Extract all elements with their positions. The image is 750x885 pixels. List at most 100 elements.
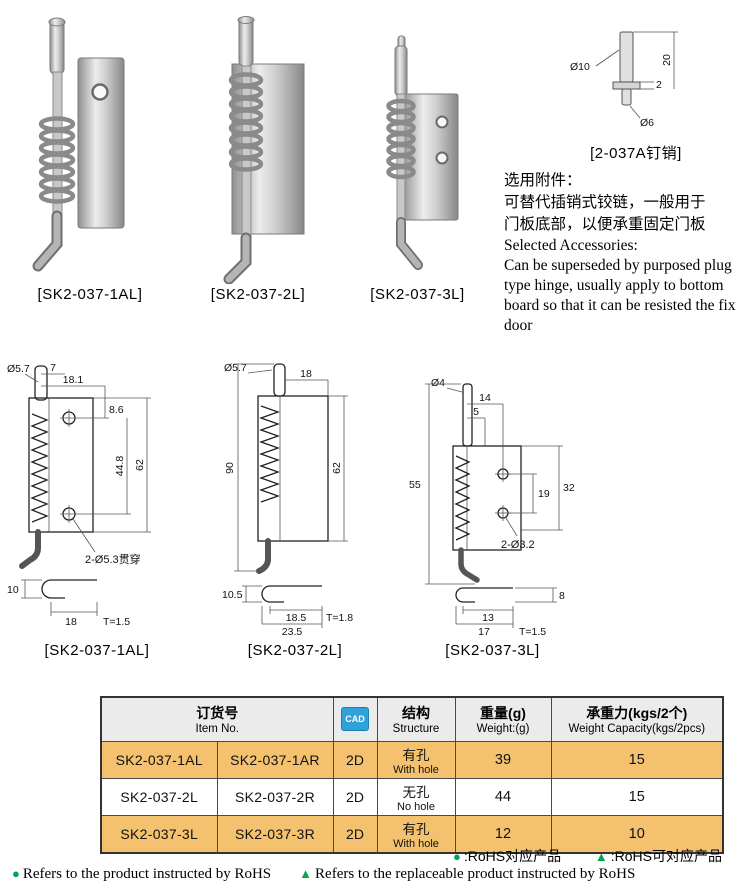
part-outline [452,383,522,603]
dim-label: 5 [473,406,479,418]
capacity-cell: 10 [550,814,724,853]
hook-pin [19,529,41,569]
dim-label: T=1.5 [519,626,546,638]
weight-cell: 44 [454,777,552,816]
item-no-cell: SK2-037-1AR [216,740,334,779]
mount-hole [435,151,449,165]
cad-2d-cell: 2D [332,740,378,779]
accessories-cn-title: 选用附件： [504,172,582,189]
mount-hole [435,115,449,129]
structure-cn: 无孔 [402,784,430,800]
accessories-cn-line2: 门板底部，以便承重固定门板 [504,216,706,233]
structure-en: No hole [397,800,435,813]
spec-table: 订货号 Item No. CAD 结构 Structure 重量(g) Weig… [100,696,724,854]
dimension-lines: Ø10 2 20 Ø6 [570,31,678,129]
dim-label: 90 [224,462,236,474]
structure-cell: 无孔 No hole [376,777,456,816]
dim-label: T=1.5 [103,616,130,628]
dim-label: 44.8 [114,456,126,477]
pin-outline [612,31,641,106]
dim-label: 32 [563,482,575,494]
rohs-triangle-icon: ▲ [299,866,313,881]
header-capacity: 承重力(kgs/2个) Weight Capacity(kgs/2pcs) [550,696,724,742]
structure-en: With hole [393,763,439,776]
dim-label: 18.1 [63,374,84,386]
weight-cell: 39 [454,740,552,779]
pin-diagram: Ø10 2 20 Ø6 [570,31,678,129]
drawing-caption-3: [SK2-037-3L] [445,642,540,659]
cad-icon: CAD [341,707,369,732]
spring-coil [228,72,264,172]
dim-label: T=1.8 [326,612,353,624]
table-header-row: 订货号 Item No. CAD 结构 Structure 重量(g) Weig… [100,696,724,742]
hinge-body [386,35,459,270]
header-weight-cn: 重量(g) [480,705,526,722]
dimension-lines: Ø5.7 18 90 62 10.5 18.5 23.5 T=1.8 [222,362,353,636]
capacity-cell: 15 [550,740,724,779]
product-photo-sk2-037-1al [32,17,125,272]
hook-side-view [261,585,322,603]
rohs-dot-legend: ●Refers to the product instructed by RoH… [12,866,271,883]
dim-label: Ø10 [570,61,590,73]
dim-label: Ø4 [431,377,445,389]
hinge-body [223,16,305,284]
header-weight: 重量(g) Weight:(g) [454,696,552,742]
weight-cell: 12 [454,814,552,853]
spring-coil [386,98,416,180]
dim-label: 2-Ø3.2 [501,539,535,551]
structure-cell: 有孔 With hole [376,740,456,779]
dim-label: 10.5 [222,589,243,601]
item-no-cell: SK2-037-3L [100,814,218,853]
dim-label: 10 [7,584,19,596]
structure-en: With hole [393,837,439,850]
dim-label: Ø6 [640,117,654,129]
header-structure-en: Structure [392,723,440,736]
product-photo-sk2-037-3l [386,35,459,270]
part-outline [256,363,329,603]
rohs-legend-cn: ●:RoHS对应产品 ▲:RoHS可对应产品 [300,846,722,866]
tech-drawing-sk2-037-2l: Ø5.7 18 90 62 10.5 18.5 23.5 T=1.8 [222,362,353,636]
table-row: SK2-037-2L SK2-037-2R 2D 无孔 No hole 44 1… [100,777,724,816]
tech-drawing-sk2-037-3l: Ø4 14 5 55 19 32 2-Ø3.2 13 17 T=1.5 [409,377,575,638]
accessories-note: 选用附件： 可替代插销式铰链，一般用于 门板底部，以便承重固定门板 Select… [504,170,748,336]
hinge-body [32,17,125,272]
header-item-en: Item No. [195,723,239,736]
structure-cn: 有孔 [402,747,430,763]
hinge-pin [238,17,254,67]
cad-2d-cell: 2D [332,777,378,816]
accessories-en-body: Can be superseded by purposed plug type … [504,257,736,334]
drawing-caption-1: [SK2-037-1AL] [44,642,150,659]
header-cad: CAD [332,696,378,742]
hinge-pin [49,19,65,75]
rohs-tri-en-label: Refers to the replaceable product instru… [315,866,636,882]
item-no-cell: SK2-037-2R [216,777,334,816]
accessories-cn-line1: 可替代插销式铰链，一般用于 [504,194,706,211]
structure-cn: 有孔 [402,821,430,837]
header-weight-en: Weight:(g) [476,723,530,736]
spring-outline [454,455,471,541]
structure-cell: 有孔 With hole [376,814,456,853]
header-capacity-en: Weight Capacity(kgs/2pcs) [568,723,706,736]
rohs-dot-cn-label: :RoHS对应产品 [463,848,562,864]
rohs-triangle-icon: ▲ [594,849,608,864]
dim-label: 62 [331,462,343,474]
item-no-cell: SK2-037-1AL [100,740,218,779]
spring-outline [30,413,49,523]
header-capacity-cn: 承重力(kgs/2个) [586,705,688,722]
dim-label: Ø5.7 [7,363,30,375]
header-structure: 结构 Structure [376,696,456,742]
product-photo-sk2-037-2l [223,16,305,284]
dim-label: 13 [482,612,494,624]
header-item-cn: 订货号 [196,705,239,722]
rohs-tri-cn-label: :RoHS可对应产品 [610,848,722,864]
dim-label: Ø5.7 [224,362,247,374]
hook-pin [256,538,271,574]
accessories-en-title: Selected Accessories: [504,237,638,254]
header-item-no: 订货号 Item No. [100,696,334,742]
rohs-dot-icon: ● [12,866,20,881]
hook-side-view [455,587,513,603]
rohs-dot-en-label: Refers to the product instructed by RoHS [22,866,272,882]
spring-coil [38,116,76,204]
dimension-lines: Ø4 14 5 55 19 32 2-Ø3.2 13 17 T=1.5 [409,377,575,638]
